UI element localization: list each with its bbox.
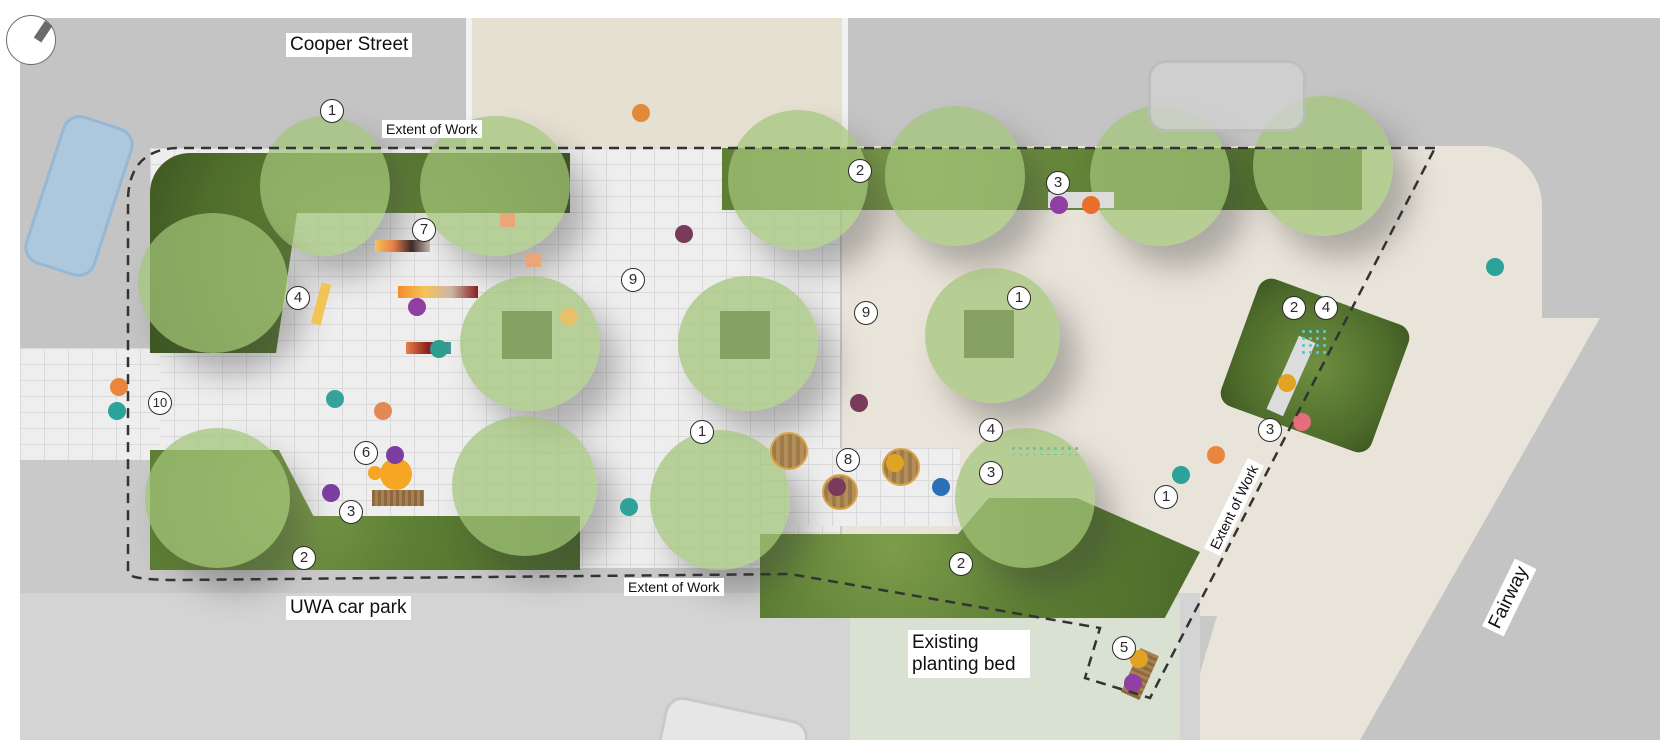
- orange-stool: [368, 466, 382, 480]
- callout-3: 3: [339, 500, 363, 524]
- road-edge-white: [466, 18, 472, 158]
- person-figure: [108, 402, 126, 420]
- callout-3: 3: [1258, 418, 1282, 442]
- round-timber-table: [770, 432, 808, 470]
- existing-planting-bed-line1: Existing: [912, 632, 979, 653]
- person-figure: [850, 394, 868, 412]
- person-figure: [110, 378, 128, 396]
- extent-of-work-label-bottom: Extent of Work: [624, 578, 724, 596]
- callout-7: 7: [412, 218, 436, 242]
- tree-canopy: [145, 428, 290, 568]
- north-arrow-icon: [6, 15, 56, 65]
- person-figure: [1207, 446, 1225, 464]
- person-figure: [932, 478, 950, 496]
- tree-canopy: [885, 106, 1025, 246]
- tree-canopy: [650, 430, 790, 570]
- art-bench: [398, 286, 478, 298]
- person-figure: [675, 225, 693, 243]
- person-figure: [560, 308, 578, 326]
- person-figure: [374, 402, 392, 420]
- callout-5: 5: [1112, 636, 1136, 660]
- person-figure: [886, 454, 904, 472]
- callout-2: 2: [949, 552, 973, 576]
- person-figure: [326, 390, 344, 408]
- north-arrow-pointer: [33, 20, 53, 43]
- parked-car-grey: [1148, 60, 1306, 132]
- person-figure: [430, 340, 448, 358]
- tree-canopy: [260, 116, 390, 256]
- callout-9: 9: [854, 301, 878, 325]
- callout-3: 3: [1046, 171, 1070, 195]
- person-figure: [1293, 413, 1311, 431]
- callout-10: 10: [148, 391, 172, 415]
- person-figure: [1486, 258, 1504, 276]
- water-feature: [1300, 328, 1326, 356]
- water-feature: [1010, 445, 1080, 455]
- tree-pit: [964, 310, 1014, 358]
- tree-canopy: [138, 213, 288, 353]
- road-edge-white: [842, 18, 848, 158]
- callout-4: 4: [1314, 296, 1338, 320]
- person-figure: [386, 446, 404, 464]
- callout-2: 2: [292, 546, 316, 570]
- existing-planting-bed-label: Existing planting bed: [908, 630, 1030, 678]
- person-figure: [408, 298, 426, 316]
- timber-bench: [372, 490, 424, 506]
- art-block: [526, 253, 541, 267]
- tree-canopy: [728, 110, 868, 250]
- existing-planting-bed-line2: planting bed: [912, 654, 1016, 675]
- person-figure: [1124, 674, 1142, 692]
- callout-4: 4: [286, 286, 310, 310]
- callout-2: 2: [848, 159, 872, 183]
- extent-of-work-label-top: Extent of Work: [382, 120, 482, 138]
- west-footpath: [20, 348, 160, 460]
- art-block: [500, 213, 515, 227]
- person-figure: [1082, 196, 1100, 214]
- callout-1: 1: [1154, 485, 1178, 509]
- person-figure: [1050, 196, 1068, 214]
- callout-1: 1: [320, 99, 344, 123]
- site-plan: 1 7 4 9 2 3 9 1 2 4 10 6 3 2 1 8 4 3 2 1…: [20, 18, 1660, 740]
- tree-pit: [502, 311, 552, 359]
- uwa-car-park-label: UWA car park: [286, 596, 411, 620]
- person-figure: [620, 498, 638, 516]
- person-figure: [1278, 374, 1296, 392]
- cooper-street-label: Cooper Street: [286, 33, 413, 57]
- person-figure: [1172, 466, 1190, 484]
- callout-3: 3: [979, 461, 1003, 485]
- person-figure: [632, 104, 650, 122]
- callout-1: 1: [1007, 286, 1031, 310]
- tree-pit: [720, 311, 770, 359]
- callout-4: 4: [979, 418, 1003, 442]
- callout-8: 8: [836, 448, 860, 472]
- callout-1: 1: [690, 420, 714, 444]
- callout-2: 2: [1282, 296, 1306, 320]
- callout-6: 6: [354, 441, 378, 465]
- callout-9: 9: [621, 268, 645, 292]
- person-figure: [322, 484, 340, 502]
- tree-canopy: [452, 416, 597, 556]
- person-figure: [828, 478, 846, 496]
